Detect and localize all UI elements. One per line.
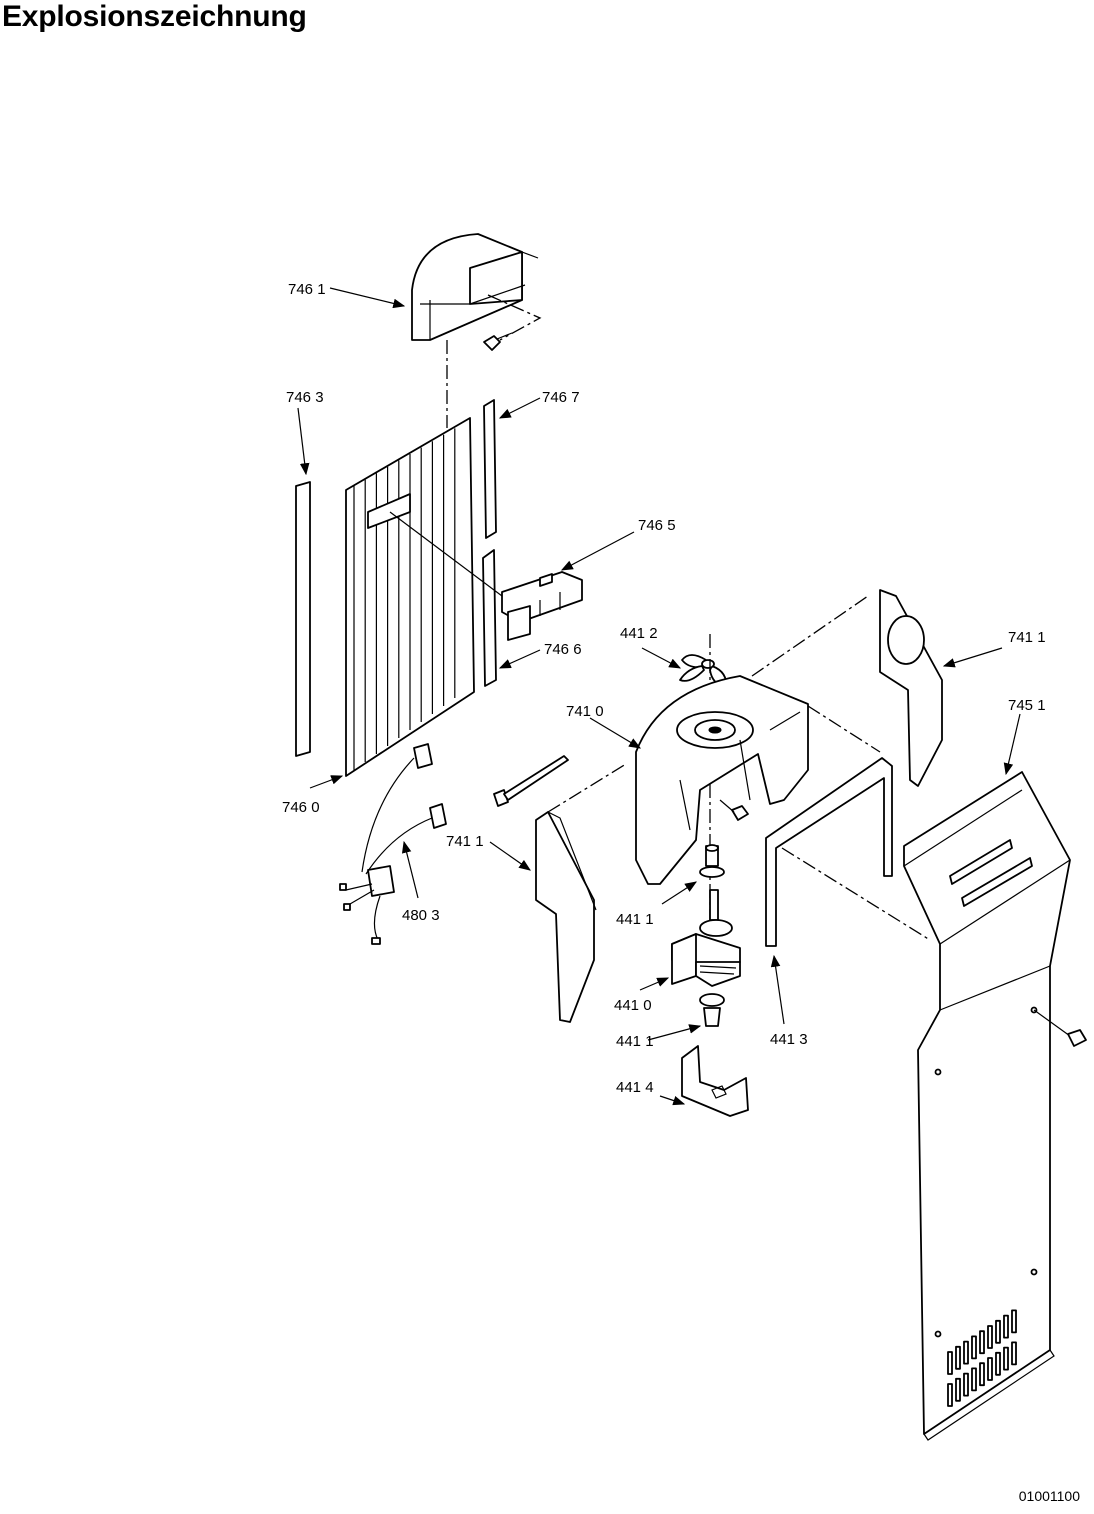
- vent-slot: [987, 1325, 993, 1349]
- screw-icon: [483, 332, 513, 351]
- page-title: Explosionszeichnung: [2, 0, 307, 33]
- vent-slot: [955, 1377, 961, 1402]
- vent-slot: [987, 1357, 993, 1381]
- assembly-line: [807, 705, 881, 753]
- part-7467-upper-strip: [483, 399, 497, 539]
- vent-slot: [963, 1340, 969, 1365]
- part-4412-fan-blade: [679, 634, 728, 930]
- vent-slot: [979, 1362, 985, 1387]
- label-7460: 746 0: [282, 799, 320, 816]
- part-4410-motor: [671, 889, 741, 987]
- part-7460-radiator-panel: [345, 417, 511, 777]
- vent-slot: [955, 1345, 961, 1370]
- label-4803: 480 3: [402, 907, 440, 924]
- label-4414: 441 4: [616, 1079, 654, 1096]
- part-7463-left-strip: [295, 481, 311, 757]
- label-7461: 746 1: [288, 281, 326, 298]
- label-7410: 741 0: [566, 703, 604, 720]
- label-4413: 441 3: [770, 1031, 808, 1048]
- vent-slot: [971, 1367, 977, 1392]
- label-7465: 746 5: [638, 517, 676, 534]
- vent-slot: [1011, 1309, 1017, 1334]
- screw-icon: [719, 799, 749, 821]
- label-4410: 441 0: [614, 997, 652, 1014]
- part-4414-mount-bracket: [681, 1045, 749, 1117]
- vent-slot: [963, 1372, 969, 1397]
- label-4411-upper: 441 1: [616, 911, 654, 928]
- label-7411-upper: 741 1: [1008, 629, 1046, 646]
- label-4411-lower: 441 1: [616, 1033, 654, 1050]
- label-7411-lower: 741 1: [446, 833, 484, 850]
- label-7463: 746 3: [286, 389, 324, 406]
- label-7467: 746 7: [542, 389, 580, 406]
- cable-tie: [493, 755, 569, 807]
- vent-slot: [995, 1319, 1001, 1344]
- vent-slot: [947, 1383, 953, 1407]
- part-4411-bushing-upper: [699, 844, 725, 878]
- screw-icon: [1033, 1009, 1087, 1047]
- part-4411-bushing-lower: [699, 993, 725, 1027]
- assembly-line: [547, 763, 627, 813]
- part-7461-cover-cap: [411, 233, 542, 341]
- vent-slot: [1003, 1346, 1009, 1371]
- part-7466-lower-strip: [482, 549, 497, 687]
- vent-slot: [1003, 1314, 1009, 1339]
- part-7410-fan-housing: [635, 675, 809, 885]
- vent-slot: [947, 1351, 953, 1375]
- part-7451-rear-cover: [903, 771, 1071, 1441]
- part-7465-bracket: [501, 571, 583, 641]
- label-7451: 745 1: [1008, 697, 1046, 714]
- document-number: 01001100: [1018, 1488, 1080, 1504]
- part-4803-wiring-harness: [339, 743, 447, 945]
- vent-slot: [971, 1335, 977, 1360]
- assembly-line: [781, 847, 931, 941]
- vent-slot: [979, 1330, 985, 1355]
- vent-slot: [995, 1351, 1001, 1376]
- assembly-line: [751, 595, 869, 677]
- vent-slot: [1011, 1341, 1017, 1366]
- panel-hole: [887, 615, 925, 665]
- part-7411-side-panel-lower: [535, 811, 597, 1023]
- leader-lines: [297, 287, 1021, 1106]
- label-4412: 441 2: [620, 625, 658, 642]
- label-7466: 746 6: [544, 641, 582, 658]
- part-4413-u-bracket: [765, 757, 893, 947]
